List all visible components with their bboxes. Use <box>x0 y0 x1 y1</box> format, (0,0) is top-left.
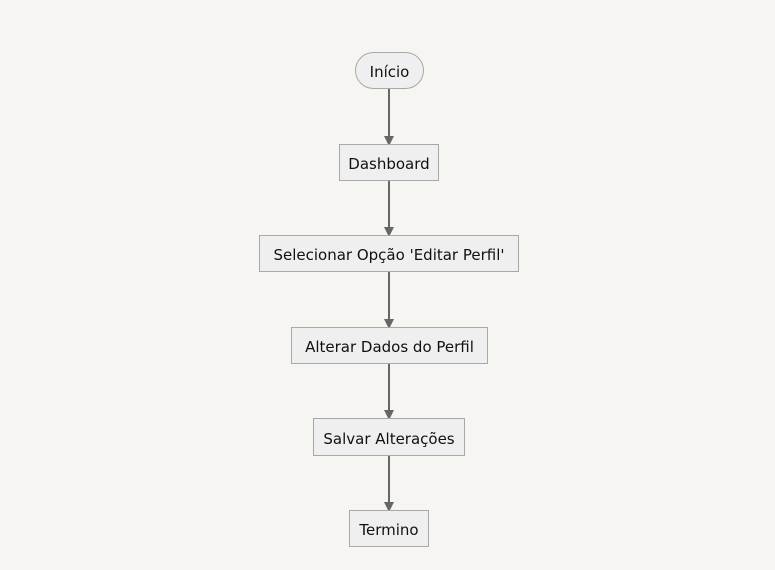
node-alterar-dados-label: Alterar Dados do Perfil <box>305 338 474 356</box>
node-salvar-alteracoes: Salvar Alterações <box>313 418 465 456</box>
node-inicio: Início <box>355 52 424 89</box>
node-termino-label: Termino <box>359 521 419 539</box>
node-selecionar-opcao-label: Selecionar Opção 'Editar Perfil' <box>273 246 505 264</box>
node-selecionar-opcao: Selecionar Opção 'Editar Perfil' <box>259 235 519 272</box>
node-salvar-alteracoes-label: Salvar Alterações <box>323 429 455 448</box>
node-dashboard-label: Dashboard <box>348 155 430 173</box>
node-dashboard: Dashboard <box>339 144 439 181</box>
node-termino: Termino <box>349 510 429 547</box>
node-inicio-label: Início <box>369 63 410 81</box>
node-alterar-dados: Alterar Dados do Perfil <box>291 327 488 364</box>
